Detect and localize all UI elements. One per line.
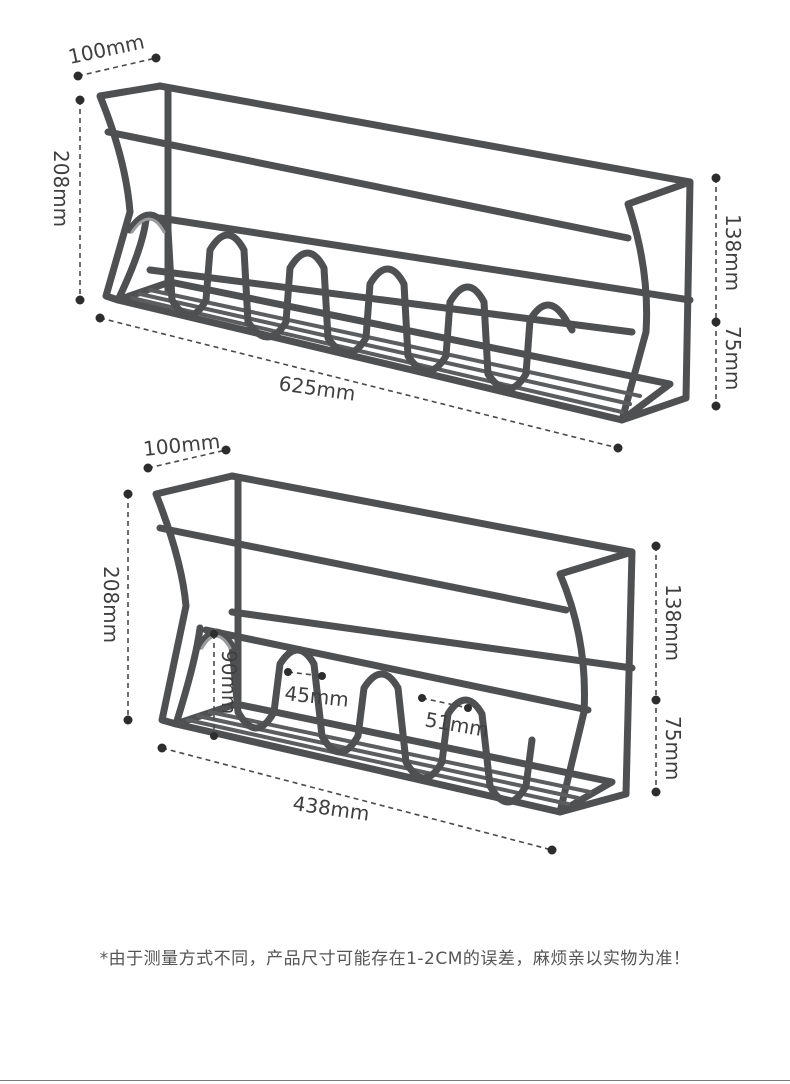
dim-small-depth: 100mm bbox=[142, 429, 231, 473]
dim-small-loop-height: 90mm bbox=[210, 630, 241, 740]
dim-large-right: 138mm 75mm bbox=[711, 173, 745, 411]
dim-small-lower-label: 75mm bbox=[661, 716, 685, 780]
dim-small-loop-height-label: 90mm bbox=[217, 650, 241, 714]
dim-large-upper-label: 138mm bbox=[721, 214, 745, 291]
dim-small-right: 138mm 75mm bbox=[651, 541, 685, 797]
dim-small-width-label: 438mm bbox=[291, 791, 371, 826]
rack-large: 100mm 208mm 625mm 138mm 75mm bbox=[49, 29, 745, 453]
dim-large-height: 208mm bbox=[49, 95, 85, 305]
measurement-disclaimer: *由于测量方式不同，产品尺寸可能存在1-2CM的误差，麻烦亲以实物为准！ bbox=[99, 949, 691, 969]
dim-small-height-label: 208mm bbox=[99, 566, 123, 643]
rack-large-frame bbox=[96, 82, 694, 424]
dim-large-lower-label: 75mm bbox=[721, 326, 745, 390]
dim-small-loop-width-label: 45mm bbox=[283, 681, 350, 712]
bottom-divider bbox=[0, 1080, 790, 1081]
dim-large-height-label: 208mm bbox=[49, 150, 73, 227]
dim-small-height: 208mm bbox=[99, 489, 133, 725]
dim-large-width-label: 625mm bbox=[277, 371, 357, 406]
rack-small-frame bbox=[152, 472, 636, 816]
dim-large-depth: 100mm bbox=[66, 29, 161, 81]
dim-small-upper-label: 138mm bbox=[661, 584, 685, 661]
dim-small-depth-label: 100mm bbox=[142, 429, 221, 461]
rack-small: 100mm 208mm 90mm 45mm 51mm bbox=[99, 429, 685, 855]
